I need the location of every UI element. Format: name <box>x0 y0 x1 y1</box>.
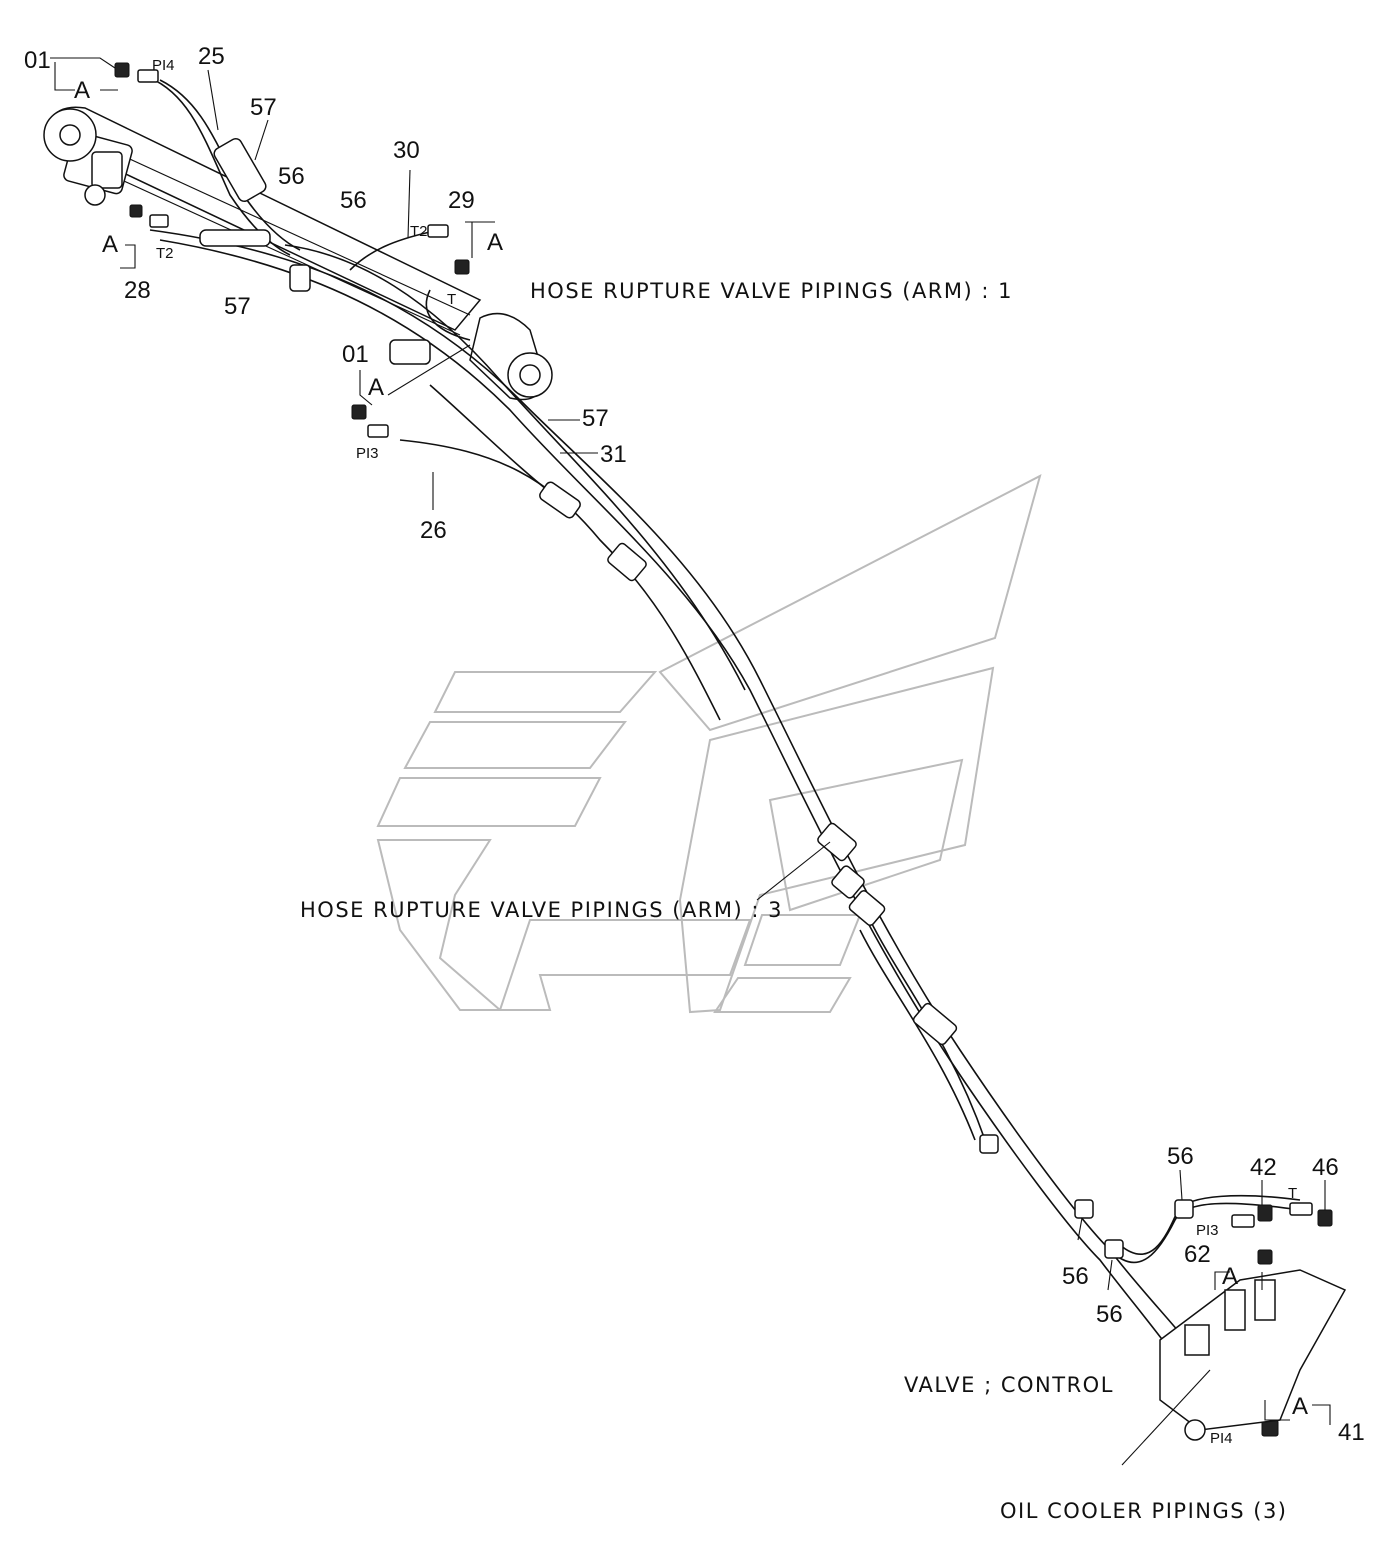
watermark-logo <box>376 474 1042 1014</box>
callout-01-top: 01 <box>24 47 51 74</box>
callout-56-d: 56 <box>1062 1263 1089 1290</box>
label-oil-cooler-pipings: OIL COOLER PIPINGS (3) <box>1000 1499 1288 1523</box>
port-t2-right: T2 <box>410 223 428 240</box>
callout-29: 29 <box>448 187 475 214</box>
callout-56-b: 56 <box>340 187 367 214</box>
port-pi3-bottom: PI3 <box>1196 1222 1219 1239</box>
port-pi3-mid: PI3 <box>356 445 379 462</box>
label-hose-rupture-arm-3: HOSE RUPTURE VALVE PIPINGS (ARM) : 3 <box>300 898 783 922</box>
callout-56-c: 56 <box>1167 1143 1194 1170</box>
port-pi4-bottom: PI4 <box>1210 1430 1233 1447</box>
callout-62: 62 <box>1184 1241 1211 1268</box>
callout-30: 30 <box>393 137 420 164</box>
callout-56-e: 56 <box>1096 1301 1123 1328</box>
label-hose-rupture-arm-1: HOSE RUPTURE VALVE PIPINGS (ARM) : 1 <box>530 279 1013 303</box>
leader-lines <box>50 57 1331 1466</box>
callout-25: 25 <box>198 43 225 70</box>
hose-bundle <box>149 77 1301 1386</box>
arm-cylinder-head <box>469 312 553 401</box>
port-t-mid: T <box>447 291 456 308</box>
callout-a-41: A <box>1292 1393 1308 1420</box>
callout-a-top: A <box>74 77 90 104</box>
callout-31: 31 <box>600 441 627 468</box>
port-t-bottom: T <box>1288 1185 1297 1202</box>
callout-28: 28 <box>124 277 151 304</box>
callout-a-left: A <box>102 231 118 258</box>
port-t2-left: T2 <box>156 245 174 262</box>
callout-42: 42 <box>1250 1154 1277 1181</box>
callout-26: 26 <box>420 517 447 544</box>
callout-41: 41 <box>1338 1419 1365 1446</box>
control-valve-body <box>1159 1269 1347 1441</box>
clamps <box>199 137 1194 1259</box>
callout-a-62: A <box>1222 1263 1238 1290</box>
callout-57-right: 57 <box>582 405 609 432</box>
callout-57-left: 57 <box>224 293 251 320</box>
callout-56-a: 56 <box>278 163 305 190</box>
callout-a-29: A <box>487 229 503 256</box>
callout-01-mid: 01 <box>342 341 369 368</box>
label-control-valve: VALVE ; CONTROL <box>904 1373 1114 1397</box>
callout-57-top: 57 <box>250 94 277 121</box>
callout-a-mid: A <box>368 374 384 401</box>
port-pi4-top: PI4 <box>152 57 175 74</box>
callout-46: 46 <box>1312 1154 1339 1181</box>
